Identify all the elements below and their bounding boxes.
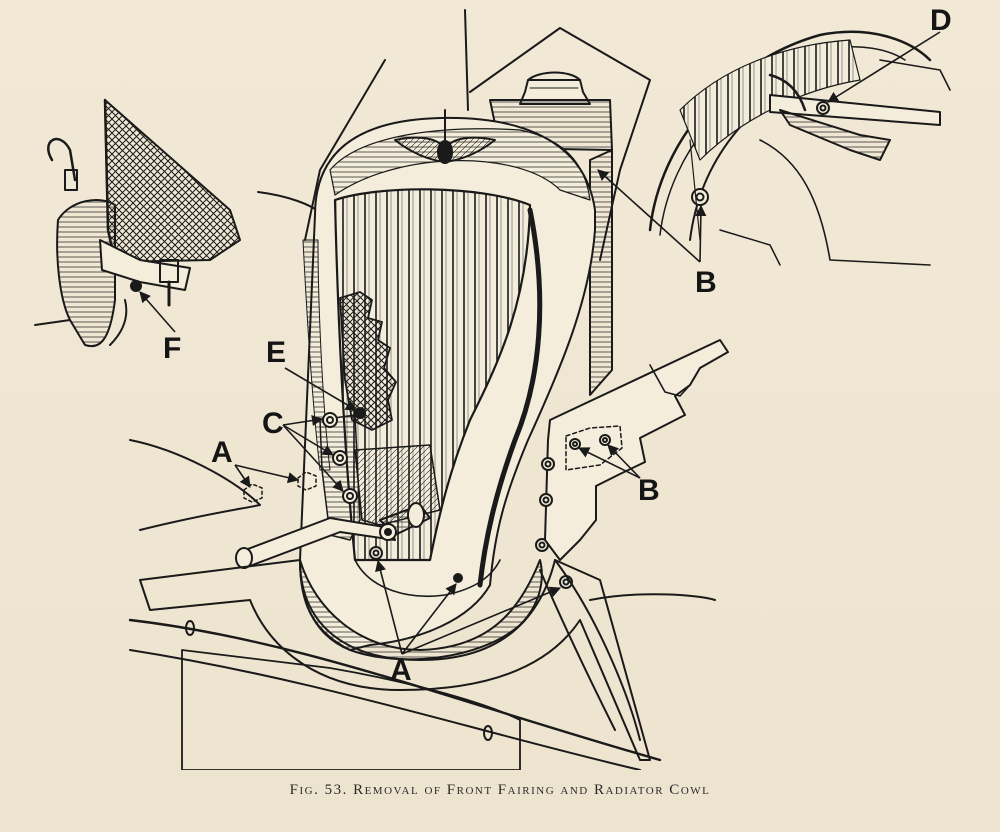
label-e: E bbox=[266, 336, 286, 369]
cross-member-hole-2 bbox=[483, 725, 493, 741]
bolt-b-hidden-1 bbox=[569, 438, 581, 450]
bonnet-side-panel bbox=[469, 27, 651, 261]
cowl-right-rim bbox=[477, 207, 543, 588]
bolt-a-hidden-1 bbox=[243, 483, 263, 503]
inset-detail-d bbox=[648, 30, 951, 266]
bracket-bolt-1 bbox=[541, 457, 555, 471]
number-plate-bracket bbox=[181, 649, 521, 770]
bonnet-line-top bbox=[464, 9, 469, 111]
bolt-c-2 bbox=[332, 450, 348, 466]
radiator-core-side bbox=[589, 149, 613, 396]
figure-caption: Fig. 53. Removal of Front Fairing and Ra… bbox=[289, 782, 711, 798]
leader-lines bbox=[139, 31, 941, 655]
radiator-cowl-illustration: A C E F D B B A bbox=[34, 4, 952, 770]
right-mounting-bracket bbox=[544, 339, 729, 561]
bolt-a-hidden-2 bbox=[297, 471, 317, 491]
cowl-lower-lip bbox=[299, 559, 543, 661]
bolt-c-1 bbox=[322, 412, 338, 428]
label-d: D bbox=[930, 4, 952, 37]
label-a-bottom: A bbox=[390, 654, 412, 687]
winged-badge bbox=[394, 109, 496, 164]
wing-stay-right-2 bbox=[554, 559, 641, 741]
label-b-right: B bbox=[638, 474, 660, 507]
bracket-bolt-2 bbox=[539, 493, 553, 507]
cutaway-mesh bbox=[339, 291, 397, 431]
label-f: F bbox=[163, 332, 181, 365]
bolt-b-hidden-2 bbox=[599, 434, 611, 446]
inset-detail-f bbox=[34, 98, 241, 348]
bolt-e bbox=[354, 407, 366, 419]
bonnet-line-left bbox=[304, 59, 386, 241]
cross-member bbox=[128, 618, 662, 762]
label-a-left: A bbox=[211, 436, 233, 469]
cowl-inner-edge bbox=[354, 559, 501, 598]
wing-stay-right bbox=[589, 593, 716, 601]
bolt-a-4 bbox=[453, 573, 463, 583]
bolt-a-3 bbox=[369, 546, 383, 560]
starting-handle bbox=[235, 502, 431, 569]
cross-member-hole-1 bbox=[185, 620, 195, 636]
bracket-flange bbox=[649, 364, 691, 397]
cross-member-lower bbox=[129, 649, 641, 770]
label-b-top: B bbox=[695, 266, 717, 299]
wing-stay-left bbox=[129, 439, 261, 531]
front-valance bbox=[139, 559, 651, 761]
bracket-hidden-bolts bbox=[565, 425, 623, 471]
cowl-top-shading bbox=[329, 128, 591, 201]
label-c: C bbox=[262, 407, 284, 440]
bolt-c-3 bbox=[342, 488, 358, 504]
